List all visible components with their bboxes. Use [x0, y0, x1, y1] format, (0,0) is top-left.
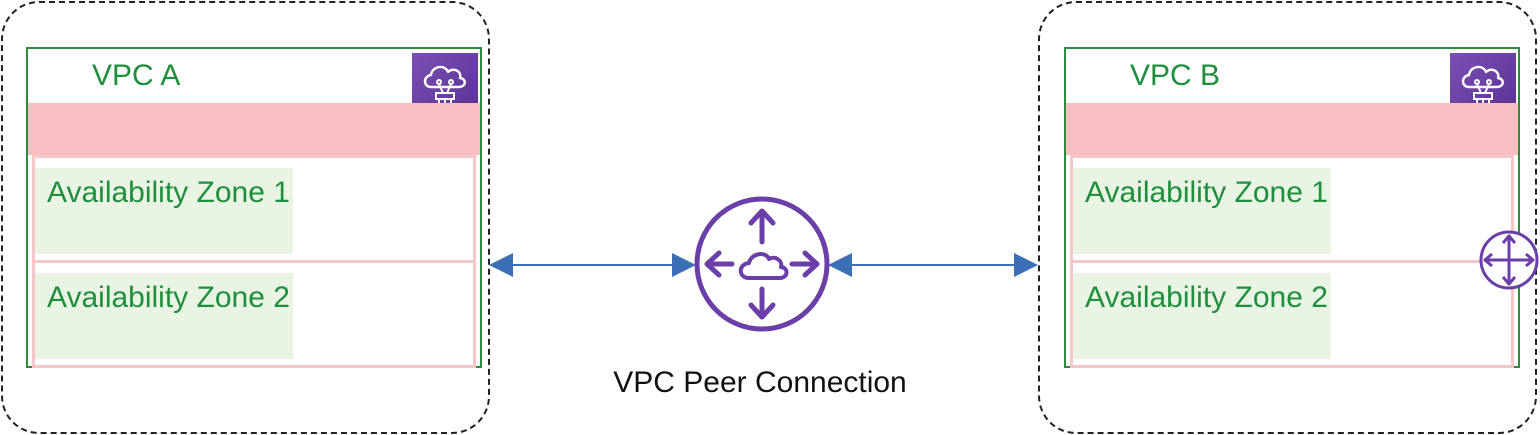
router-icon[interactable]: [1479, 230, 1539, 290]
vpc-b-az1-label: Availability Zone 1: [1085, 176, 1328, 209]
vpc-a-az1-label: Availability Zone 1: [47, 176, 290, 209]
vpc-b[interactable]: VPC B Availability Zone 1 Availability Z…: [1064, 47, 1520, 368]
vpc-a-az1-box: Availability Zone 1: [35, 168, 293, 254]
vpc-a-az2-label: Availability Zone 2: [47, 281, 290, 314]
vpc-a-az2-box: Availability Zone 2: [35, 273, 293, 359]
peering-router-icon[interactable]: [694, 196, 830, 332]
vpc-a-header-band: [28, 103, 480, 155]
vpc-b-title: VPC B: [1130, 59, 1221, 92]
vpc-b-az2-row[interactable]: Availability Zone 2: [1070, 261, 1514, 368]
vpc-b-header-band: [1066, 103, 1518, 155]
vpc-b-az1-box: Availability Zone 1: [1073, 168, 1331, 254]
vpc-a-az1-row[interactable]: Availability Zone 1: [32, 155, 476, 262]
region-a-boundary: [1, 1, 490, 434]
vpc-a[interactable]: VPC A Availability Zone 1 Availability Z…: [26, 47, 482, 368]
vpc-b-az2-box: Availability Zone 2: [1073, 273, 1331, 359]
vpc-a-title: VPC A: [92, 59, 181, 92]
vpc-b-az1-row[interactable]: Availability Zone 1: [1070, 155, 1514, 262]
region-b-boundary: [1038, 1, 1537, 434]
vpc-a-az2-row[interactable]: Availability Zone 2: [32, 261, 476, 368]
peer-connection-label: VPC Peer Connection: [613, 366, 907, 399]
vpc-b-az2-label: Availability Zone 2: [1085, 281, 1328, 314]
